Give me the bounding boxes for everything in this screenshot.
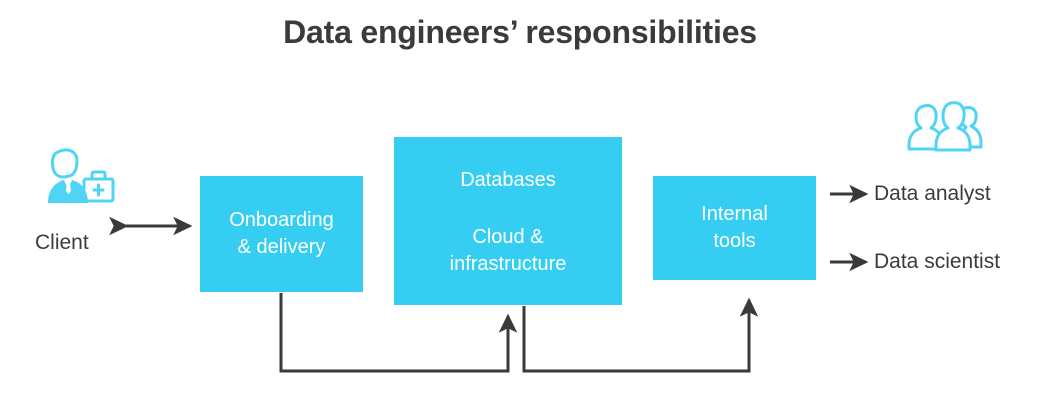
box-line: Onboarding xyxy=(229,209,334,231)
connector-core-to-internal-feedback xyxy=(522,297,759,373)
client-label: Client xyxy=(35,231,89,254)
box-line: Cloud & xyxy=(472,226,544,248)
box-line: infrastructure xyxy=(449,253,567,275)
process-box-internal-tools[interactable]: Internal tools xyxy=(653,176,816,280)
output-label-data-analyst: Data analyst xyxy=(874,182,991,205)
process-box-onboarding[interactable]: Onboarding & delivery xyxy=(200,176,363,292)
page-title: Data engineers’ responsibilities xyxy=(283,14,757,50)
box-line: tools xyxy=(713,230,756,252)
output-label-data-scientist: Data scientist xyxy=(874,250,1001,273)
box-line: Databases xyxy=(460,169,556,191)
people-group-icon xyxy=(905,100,985,161)
box-line: Internal xyxy=(701,203,768,225)
businessperson-briefcase-icon xyxy=(44,147,116,214)
box-line: & delivery xyxy=(237,236,326,258)
process-box-core-platform[interactable]: Databases Cloud & infrastructure xyxy=(394,137,622,305)
